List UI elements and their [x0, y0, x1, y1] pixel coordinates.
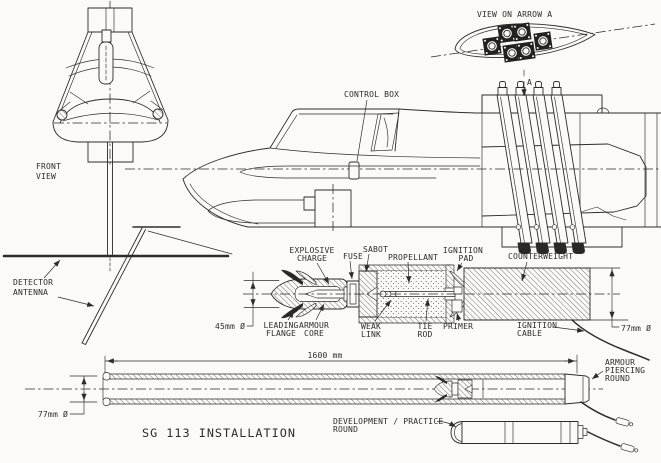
- dim-77mm-counterweight: 77mm Ø: [589, 267, 651, 333]
- counterweight-label: COUNTERWEIGHT: [508, 252, 573, 261]
- control-box-label: CONTROL BOX: [344, 90, 399, 99]
- ignition-pad-label-line1: IGNITION: [443, 246, 483, 255]
- muzzle-port: [515, 40, 537, 62]
- leading-flange-label-line2: FLANGE: [266, 329, 296, 338]
- primer-label: PRIMER: [443, 322, 473, 331]
- barrel-wall-top: [108, 373, 566, 380]
- lower-tube-bay: [501, 226, 623, 248]
- shell-diameter-label: 45mm Ø: [215, 321, 245, 331]
- dim-1600mm: 1600 mm: [104, 351, 578, 374]
- antenna-diagonal-rod: [81, 227, 146, 345]
- cable-connector: [615, 417, 634, 427]
- muzzle-port: [511, 21, 533, 43]
- explosive-charge-label-line1: EXPLOSIVE: [289, 246, 334, 255]
- armour-core-label-line1: ARMOUR: [299, 321, 329, 330]
- breech-cable: [580, 401, 616, 421]
- muzzle-port: [532, 30, 554, 52]
- sabot-label: SABOT: [363, 245, 388, 254]
- upper-tube-bay: [481, 94, 603, 114]
- practice-round: DEVELOPMENT / PRACTICE ROUND: [333, 417, 639, 453]
- practice-round-label-line2: ROUND: [333, 425, 358, 434]
- arrow-a-label: A: [527, 78, 532, 87]
- barrel-wall-bottom: [108, 398, 566, 405]
- barrel-length-label: 1600 mm: [307, 351, 342, 360]
- detector-antenna-label-line1: DETECTOR: [13, 278, 53, 287]
- detector-antenna: DETECTOR ANTENNA: [2, 226, 233, 345]
- detector-antenna-label-line2: ANTENNA: [13, 288, 48, 297]
- ignition-pad-horn: [449, 270, 469, 290]
- counterweight-diameter-label: 77mm Ø: [621, 323, 651, 333]
- weak-link-label-line1: WEAK: [361, 322, 381, 331]
- antenna-mast: [107, 141, 113, 256]
- view-on-arrow-a: VIEW ON ARROW A A: [430, 10, 656, 96]
- mast-mount-box: [87, 141, 134, 163]
- ap-round-label-line3: ROUND: [605, 374, 630, 383]
- ap-round-in-barrel: [433, 376, 484, 402]
- control-box-leader: [356, 99, 368, 162]
- barrel-section: 1600 mm 77mm Ø ARMOUR PIERCING ROUND SG …: [25, 351, 645, 440]
- fuse-label: FUSE: [343, 252, 363, 261]
- leading-flange-horn: [281, 269, 303, 285]
- tie-rod-label-line2: ROD: [417, 330, 432, 339]
- cowl-dome: [59, 98, 161, 124]
- fuselage-frames: [481, 94, 658, 228]
- cable-connector: [620, 443, 639, 453]
- control-box: [348, 161, 360, 180]
- muzzle-port: [481, 35, 503, 57]
- round-cross-section: 45mm Ø 77mm Ø EXPLOSIVE CHARGE FUSE SABO…: [215, 245, 651, 361]
- ignition-cable-label-line2: CABLE: [517, 329, 542, 338]
- practice-round-cable: [587, 431, 621, 447]
- ap-round-label-line1: ARMOUR: [605, 358, 635, 367]
- antenna-strut: [147, 230, 233, 255]
- tie-rod-label-line1: TIE: [417, 322, 432, 331]
- practice-round-label-line1: DEVELOPMENT / PRACTICE: [333, 417, 443, 426]
- ap-round-label-line2: PIERCING: [605, 366, 645, 375]
- mortar-tubes: [496, 81, 587, 254]
- lower-duct: [207, 199, 319, 224]
- ignition-cable-line: [571, 319, 650, 361]
- left-hub: [56, 109, 68, 121]
- dim-45mm: 45mm Ø: [215, 271, 280, 331]
- leader-arrow: [43, 259, 61, 279]
- leading-flange-horn: [281, 303, 303, 319]
- drawing-title: SG 113 INSTALLATION: [142, 426, 296, 440]
- explosive-charge-label-line2: CHARGE: [297, 254, 327, 263]
- wing-section-outline: [454, 23, 596, 58]
- primer-block: [451, 299, 463, 313]
- ignition-cable-label-line1: IGNITION: [517, 321, 557, 330]
- side-view: CONTROL BOX: [125, 81, 661, 254]
- muzzle-lip: [102, 372, 111, 381]
- view-a-title: VIEW ON ARROW A: [477, 10, 552, 19]
- barrel-diameter-label: 77mm Ø: [38, 409, 68, 419]
- front-view: FRONT VIEW: [36, 1, 169, 273]
- tube-breech-caps: [517, 242, 585, 254]
- propellant-label: PROPELLANT: [388, 253, 438, 262]
- breech-plug: [564, 373, 590, 405]
- tube-wall-top: [358, 264, 453, 272]
- leading-flange-label-line1: LEADING: [263, 321, 298, 330]
- weapon-pod-fairing: [481, 143, 647, 217]
- tube-muzzle-caps: [497, 81, 562, 96]
- leader-arrow: [57, 296, 95, 307]
- practice-round-body: [461, 421, 579, 444]
- front-view-label-line2: VIEW: [36, 172, 56, 181]
- weak-link-label-line2: LINK: [361, 330, 381, 339]
- right-hub: [152, 108, 164, 120]
- nose-lower-line: [182, 178, 249, 228]
- fuselage-top-line: [398, 108, 661, 114]
- nose-upper-line: [182, 147, 271, 180]
- practice-round-nose: [450, 421, 463, 444]
- dim-77mm-barrel: 77mm Ø: [38, 375, 98, 419]
- front-view-label-line1: FRONT: [36, 162, 61, 171]
- ignition-pad-label-line2: PAD: [458, 254, 473, 263]
- aft-glazing: [370, 112, 400, 152]
- upper-duct: [239, 165, 481, 179]
- cowl-bowl: [52, 119, 169, 143]
- cockpit-sill: [269, 147, 481, 159]
- canopy-outline: [269, 108, 400, 149]
- rotor-head-box: [87, 7, 133, 33]
- armour-core-label-line2: CORE: [304, 329, 324, 338]
